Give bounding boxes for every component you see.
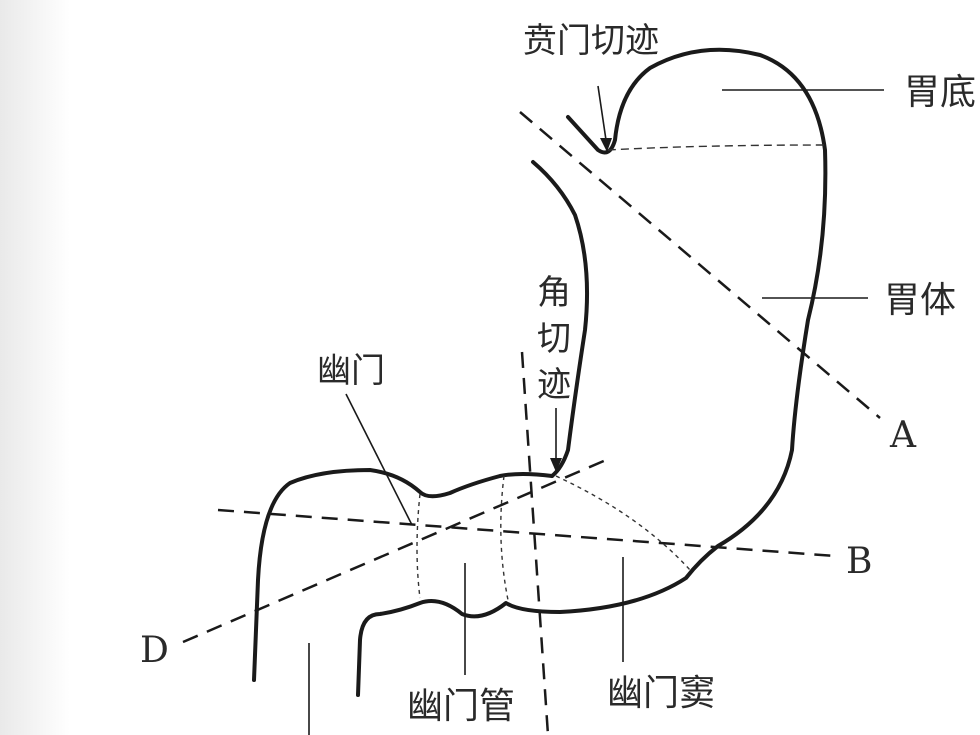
label-line-b: B: [846, 541, 872, 582]
label-angular-notch-1: 角: [537, 273, 571, 313]
arrow-cardiac-notch: [600, 138, 612, 152]
label-fundus: 胃底: [904, 72, 976, 113]
pyloric-upper-border: [252, 467, 554, 682]
dashed-line-a: [519, 111, 881, 419]
label-body: 胃体: [884, 280, 956, 321]
label-pyloric-canal: 幽门管: [407, 686, 515, 727]
label-line-d: D: [140, 630, 169, 671]
leader-pylorus: [345, 393, 413, 526]
pyloric-canal-boundary-left: [416, 493, 421, 599]
label-angular-notch-3: 迹: [537, 365, 571, 405]
page-edge-shadow: [0, 0, 70, 735]
dashed-line-vertical: [520, 351, 550, 735]
stomach-lesser-curvature: [531, 160, 590, 478]
dashed-line-d: [182, 458, 607, 644]
label-line-a: A: [889, 415, 917, 456]
label-pyloric-antrum: 幽门窦: [607, 673, 715, 714]
dashed-line-b: [217, 508, 836, 558]
label-angular-notch-2: 切: [537, 319, 571, 359]
label-cardiac-notch: 贲门切迹: [523, 21, 659, 61]
antrum-boundary: [555, 475, 691, 571]
pyloric-canal-boundary-right: [500, 475, 509, 601]
label-pylorus: 幽门: [317, 351, 385, 391]
leader-cardiac-notch: [597, 85, 607, 141]
arrow-angular-notch: [550, 458, 562, 472]
stomach-greater-curvature: [356, 47, 828, 697]
fundus-boundary: [607, 144, 826, 151]
